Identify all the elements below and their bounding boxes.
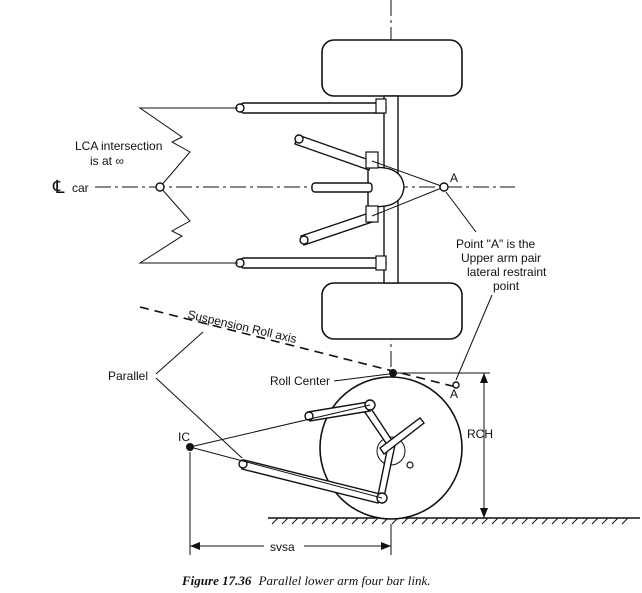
- rch-arrow-top: [480, 373, 488, 383]
- ic-label: IC: [178, 430, 190, 444]
- suspension-roll-axis: [139, 306, 457, 388]
- side-upper-arm-bushing: [304, 411, 314, 421]
- upper-arm-bottom: [300, 211, 376, 246]
- point-a-note-line3: lateral restraint: [467, 265, 547, 279]
- svsa-label-bg: [264, 538, 304, 554]
- lca-label-line1: LCA intersection: [75, 139, 162, 153]
- bracket-1: [375, 98, 387, 114]
- front-tire: [321, 39, 463, 97]
- point-a-note-line4: point: [493, 279, 520, 293]
- lca-extension-top: [138, 107, 238, 188]
- svsa-arrow-left: [190, 542, 200, 550]
- caption-text: Parallel lower arm four bar link.: [258, 573, 431, 588]
- rear-tire: [321, 282, 463, 340]
- upper-arm-line-bottom: [371, 186, 445, 217]
- point-a-note-line1: Point "A" is the: [456, 237, 536, 251]
- side-view: IC Parallel Suspension Roll axis Roll Ce…: [108, 306, 640, 555]
- roll-center-leader: [333, 373, 390, 382]
- lca-extension-bottom: [138, 186, 238, 264]
- upper-arm-top: [294, 134, 373, 171]
- ic-marker: [186, 443, 194, 451]
- figure-caption: Figure 17.36 Parallel lower arm four bar…: [181, 573, 430, 588]
- lower-arm-bottom: [239, 257, 387, 269]
- lca-label-line2: is at ∞: [90, 154, 124, 168]
- parallel-label: Parallel: [108, 369, 148, 383]
- bracket-2: [365, 151, 379, 169]
- upper-arm-bottom-bushing: [299, 235, 309, 245]
- point-a-top-label: A: [450, 171, 458, 185]
- rch-label: RCH: [467, 427, 493, 441]
- upright-spoke: [379, 417, 425, 456]
- upper-arm-top-bushing: [294, 134, 304, 144]
- differential-housing: [367, 166, 405, 208]
- point-a-note-line2: Upper arm pair: [461, 251, 541, 265]
- centerline-symbol: ℄: [52, 177, 65, 198]
- note-leader-bottom: [455, 294, 493, 381]
- roll-center-label: Roll Center: [270, 374, 330, 388]
- ic-line-upper: [189, 404, 371, 448]
- parallel-leader-bottom: [155, 377, 243, 459]
- rch-arrow-bottom: [480, 508, 488, 518]
- caption-figure-number: Figure 17.36: [181, 573, 252, 588]
- ground-hatch: [271, 517, 629, 525]
- roll-axis-label: Suspension Roll axis: [186, 307, 298, 346]
- roll-center-marker: [389, 369, 397, 377]
- car-label: car: [72, 181, 89, 195]
- parallel-leader-top: [155, 331, 204, 375]
- svsa-label: svsa: [270, 540, 295, 554]
- center-link: [311, 182, 373, 193]
- svsa-arrow-right: [381, 542, 391, 550]
- ic-line-lower: [189, 446, 383, 499]
- upper-arm-line-top: [371, 160, 445, 188]
- point-a-side-marker: [452, 381, 460, 389]
- point-a-top-marker: [439, 182, 449, 192]
- point-a-side-label: A: [450, 387, 458, 401]
- wheel-center-marker: [406, 461, 414, 469]
- top-view: A LCA intersection is at ∞ ℄ car Point "…: [52, 0, 547, 381]
- lca-intersection-marker: [155, 182, 165, 192]
- bracket-4: [375, 255, 387, 271]
- lower-arm-top: [239, 102, 387, 114]
- note-leader-top: [445, 191, 477, 233]
